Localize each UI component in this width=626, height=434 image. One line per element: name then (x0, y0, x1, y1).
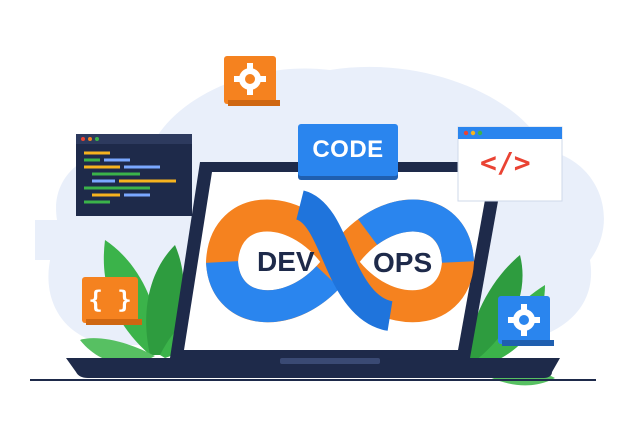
curly-braces-icon (82, 277, 142, 325)
code-tag-icon: </> (480, 146, 531, 179)
gear-icon (224, 56, 280, 106)
code-badge: CODE (298, 124, 398, 176)
infinity-loop-icon (205, 190, 475, 331)
background-blob (35, 220, 65, 260)
code-badge-label: CODE (312, 136, 384, 163)
ops-label: OPS (373, 247, 433, 278)
gear-icon (498, 296, 554, 346)
code-editor-window-icon (76, 134, 192, 216)
dev-label: DEV (257, 246, 315, 277)
braces-label: { } (88, 286, 132, 314)
browser-window-icon (457, 126, 563, 202)
